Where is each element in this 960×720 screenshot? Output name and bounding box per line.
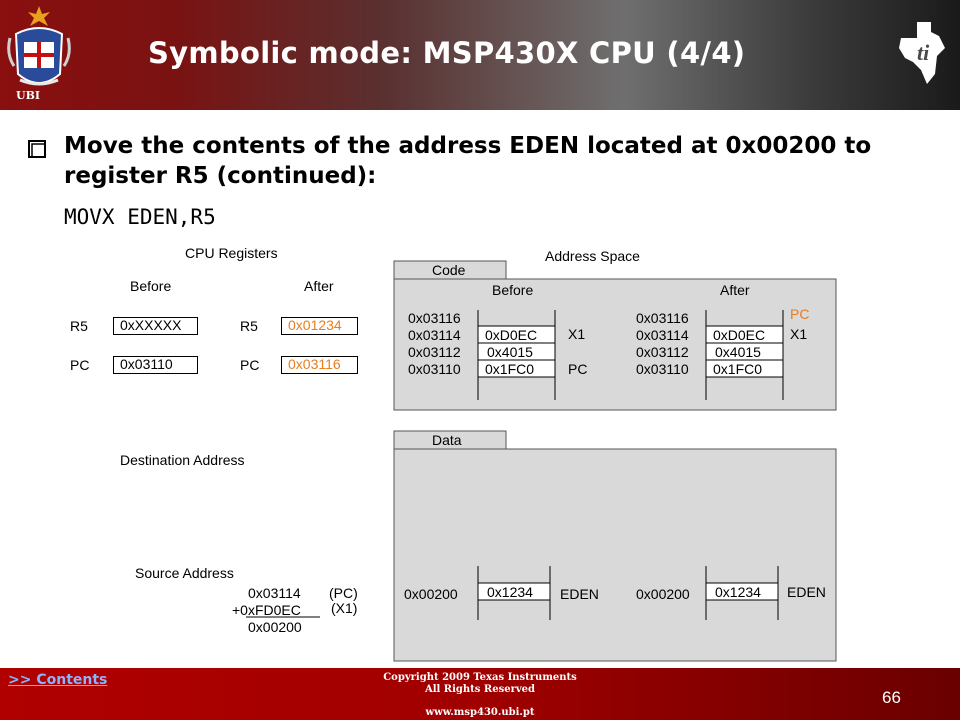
code-after-pc-marker: PC	[790, 306, 810, 322]
source-result: 0x00200	[248, 619, 302, 635]
code-tab-label: Code	[432, 262, 466, 278]
code-after-word: 0x4015	[715, 344, 761, 360]
contents-link[interactable]: >> Contents	[8, 672, 108, 688]
page-number: 66	[882, 688, 901, 707]
destination-address-label: Destination Address	[120, 452, 245, 468]
data-area	[393, 448, 837, 662]
reg-r5-after-name: R5	[240, 318, 258, 334]
code-after-stack	[705, 325, 784, 378]
texas-instruments-logo: ti	[899, 22, 945, 84]
memory-diagram	[246, 260, 837, 662]
code-after-stack-rails	[705, 310, 784, 400]
data-tab-label: Data	[432, 432, 462, 448]
reg-pc-before-value: 0x03110	[113, 356, 198, 374]
bullet-text: Move the contents of the address EDEN lo…	[64, 133, 872, 189]
reg-pc-after-value: 0x03116	[281, 356, 358, 374]
source-address-label: Source Address	[135, 565, 234, 581]
page-title: Symbolic mode: MSP430X CPU (4/4)	[148, 36, 746, 70]
address-space-title: Address Space	[545, 248, 640, 264]
reg-pc-before-name: PC	[70, 357, 90, 373]
code-before-stack-rails	[477, 310, 556, 400]
code-after-address: 0x03110	[636, 361, 689, 377]
website-text: www.msp430.ubi.pt	[425, 707, 535, 718]
code-before-address: 0x03114	[408, 327, 461, 343]
code-before-x1-marker: X1	[568, 326, 586, 342]
source-line2-note: (X1)	[331, 600, 358, 616]
code-before-address: 0x03110	[408, 361, 461, 377]
code-after-label: After	[720, 282, 750, 298]
source-line1: 0x03114	[248, 585, 301, 601]
cpu-registers-title: CPU Registers	[185, 245, 278, 261]
code-after-address: 0x03112	[636, 344, 689, 360]
code-before-label: Before	[492, 282, 534, 298]
reg-pc-after-name: PC	[240, 357, 260, 373]
copyright-text: Copyright 2009 Texas Instruments	[383, 672, 577, 683]
code-after-word: 0x1FC0	[713, 361, 763, 377]
code-after-word: 0xD0EC	[713, 327, 766, 343]
data-before-address: 0x00200	[404, 586, 458, 602]
source-line2: +0xFD0EC	[232, 602, 301, 618]
reg-r5-before-name: R5	[70, 318, 88, 334]
code-before-address: 0x03112	[408, 344, 461, 360]
code-before-address: 0x03116	[408, 310, 461, 326]
code-after-address: 0x03114	[636, 327, 689, 343]
data-after-label: EDEN	[787, 584, 826, 600]
code-after-x1-marker: X1	[790, 326, 808, 342]
code-before-word: 0x4015	[487, 344, 533, 360]
reg-r5-before-value: 0xXXXXX	[113, 317, 198, 335]
code-before-word: 0xD0EC	[485, 327, 538, 343]
svg-text:ti: ti	[917, 40, 930, 65]
reg-r5-after-value: 0x01234	[281, 317, 358, 335]
instruction-code: MOVX EDEN,R5	[64, 205, 216, 229]
slide-footer	[0, 668, 960, 720]
cpu-after-label: After	[304, 278, 334, 294]
code-after-address: 0x03116	[636, 310, 689, 326]
code-before-pc-marker: PC	[568, 361, 588, 377]
checkbox-bullet-icon	[28, 140, 46, 158]
data-after-address: 0x00200	[636, 586, 690, 602]
rights-text: All Rights Reserved	[424, 684, 536, 695]
data-after-word: 0x1234	[715, 584, 761, 600]
source-line1-note: (PC)	[329, 585, 358, 601]
ubi-label: UBI	[16, 89, 41, 102]
data-before-rails	[477, 566, 551, 620]
code-before-word: 0x1FC0	[485, 361, 535, 377]
data-after-rails	[705, 566, 779, 620]
ubi-crest-logo	[7, 6, 71, 86]
cpu-before-label: Before	[130, 278, 172, 294]
slide-header	[0, 0, 960, 110]
data-before-label: EDEN	[560, 586, 599, 602]
data-before-word: 0x1234	[487, 584, 533, 600]
